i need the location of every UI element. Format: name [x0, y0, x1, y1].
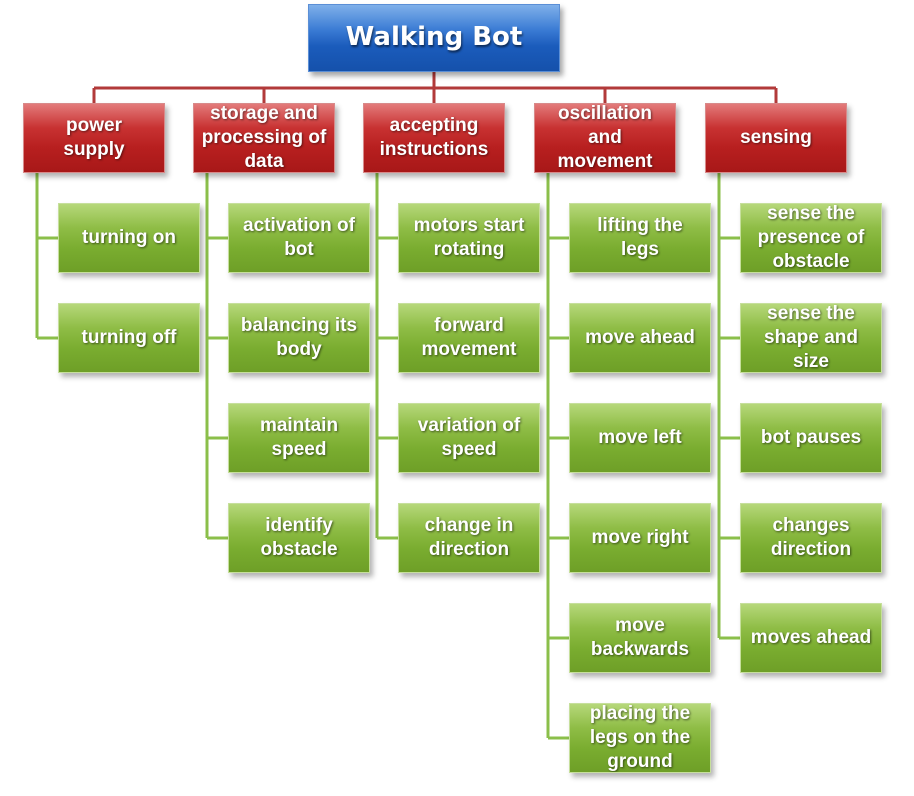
root-node-walking-bot: Walking Bot [308, 4, 560, 72]
leaf-node: lifting the legs [569, 203, 711, 273]
leaf-node: balancing its body [228, 303, 370, 373]
category-node: oscillation and movement [534, 103, 676, 173]
leaf-node: placing the legs on the ground [569, 703, 711, 773]
leaf-node: changes direction [740, 503, 882, 573]
category-node: storage and processing of data [193, 103, 335, 173]
leaf-node: move left [569, 403, 711, 473]
leaf-node: turning off [58, 303, 200, 373]
leaf-node: activation of bot [228, 203, 370, 273]
leaf-node: identify obstacle [228, 503, 370, 573]
category-node: power supply [23, 103, 165, 173]
leaf-node: turning on [58, 203, 200, 273]
leaf-node: maintain speed [228, 403, 370, 473]
leaf-node: forward movement [398, 303, 540, 373]
leaf-node: sense the presence of obstacle [740, 203, 882, 273]
category-node: accepting instructions [363, 103, 505, 173]
leaf-node: variation of speed [398, 403, 540, 473]
leaf-node: change in direction [398, 503, 540, 573]
leaf-node: bot pauses [740, 403, 882, 473]
leaf-node: sense the shape and size [740, 303, 882, 373]
leaf-node: motors start rotating [398, 203, 540, 273]
leaf-node: move right [569, 503, 711, 573]
leaf-node: move backwards [569, 603, 711, 673]
category-node: sensing [705, 103, 847, 173]
leaf-node: move ahead [569, 303, 711, 373]
leaf-node: moves ahead [740, 603, 882, 673]
